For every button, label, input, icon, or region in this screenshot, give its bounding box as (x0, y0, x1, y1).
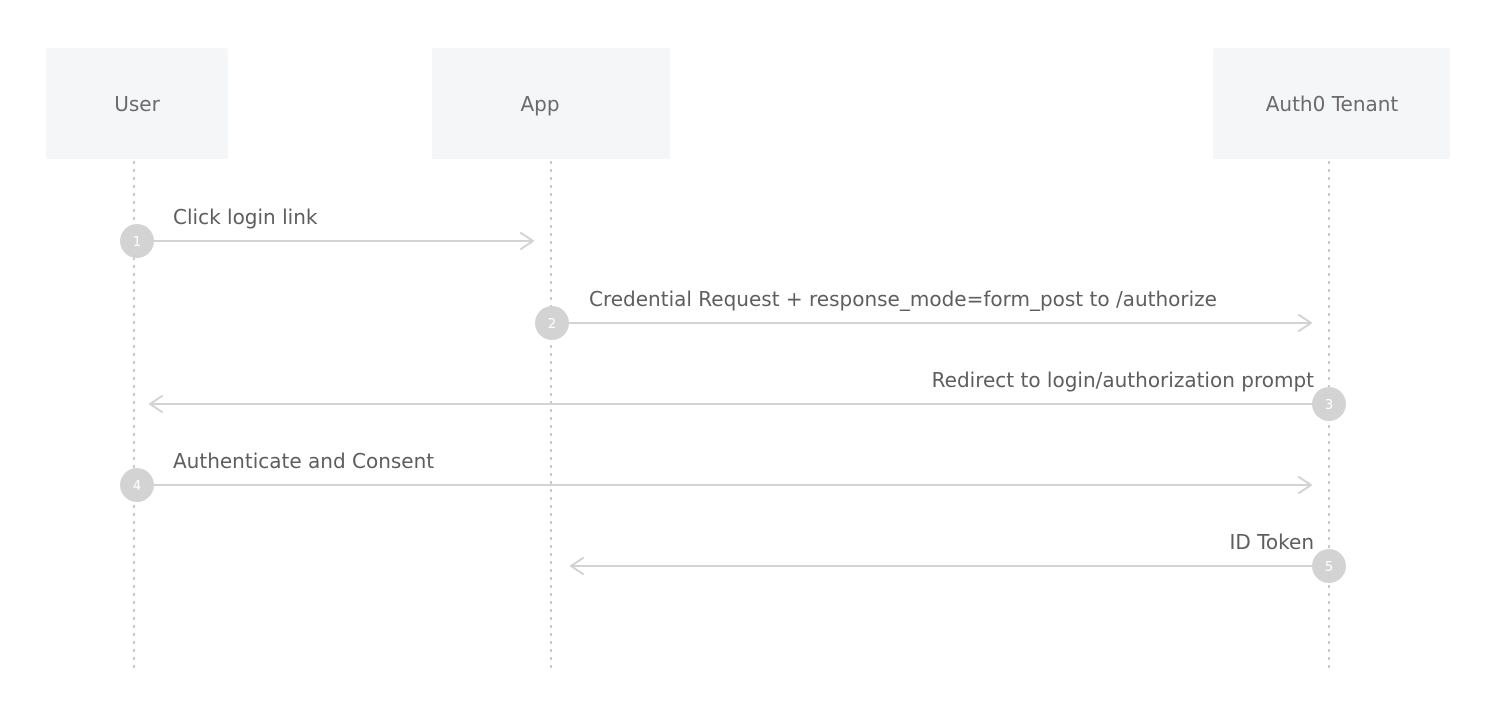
message-1-arrowhead (520, 232, 534, 250)
step-2-number: 2 (548, 317, 556, 332)
step-4-number: 4 (133, 479, 141, 494)
step-1-badge (120, 224, 154, 258)
message-3-arrowhead (149, 395, 163, 413)
message-1-label: Click login link (173, 205, 318, 229)
step-1-number: 1 (133, 235, 141, 250)
message-3: Redirect to login/authorization prompt 3 (149, 368, 1346, 421)
message-4-arrowhead (1298, 476, 1312, 494)
message-3-label: Redirect to login/authorization prompt (932, 368, 1315, 392)
step-3-number: 3 (1325, 398, 1333, 413)
message-5-arrowhead (570, 557, 584, 575)
participant-app: App (432, 48, 670, 159)
participant-app-label: App (520, 92, 559, 116)
participant-user-label: User (114, 92, 160, 116)
message-2-arrowhead (1298, 314, 1312, 332)
message-5-label: ID Token (1229, 530, 1314, 554)
step-5-badge (1312, 549, 1346, 583)
participant-tenant-label: Auth0 Tenant (1266, 92, 1399, 116)
message-2: Credential Request + response_mode=form_… (535, 287, 1312, 340)
participant-user-box (46, 48, 228, 159)
message-4: Authenticate and Consent 4 (120, 449, 1312, 502)
participant-user: User (46, 48, 228, 159)
step-2-badge (535, 306, 569, 340)
participant-tenant: Auth0 Tenant (1213, 48, 1450, 159)
participant-app-box (432, 48, 670, 159)
message-1: Click login link 1 (120, 205, 534, 258)
step-3-badge (1312, 387, 1346, 421)
message-5: ID Token 5 (570, 530, 1346, 583)
step-4-badge (120, 468, 154, 502)
message-2-label: Credential Request + response_mode=form_… (589, 287, 1217, 311)
step-5-number: 5 (1325, 560, 1333, 575)
participant-tenant-box (1213, 48, 1450, 159)
message-4-label: Authenticate and Consent (173, 449, 434, 473)
